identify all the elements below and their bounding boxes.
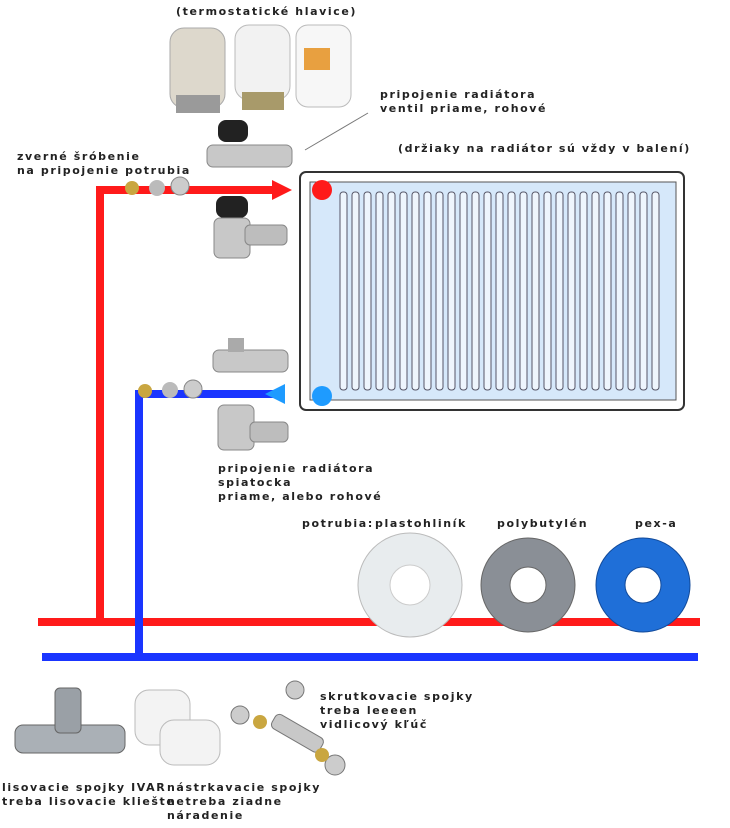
pipe-roll-polybutylene-image: [480, 537, 576, 633]
radiator-fin: [447, 191, 456, 391]
return-arrow-icon: [265, 384, 285, 404]
radiator-fin: [483, 191, 492, 391]
push-fittings-label: nástrkavacie spojky netreba ziadne nárad…: [167, 781, 321, 823]
label-line: treba lisovacie kliešte: [2, 795, 176, 808]
pipe-type-polybutylene: polybutylén: [497, 517, 589, 530]
thermostatic-heads-label: (termostatické hlavice): [176, 5, 358, 18]
radiator-fin: [399, 191, 408, 391]
press-fitting-image: [14, 687, 126, 754]
radiator-fin: [507, 191, 516, 391]
label-line: netreba ziadne: [167, 795, 283, 808]
angle-valve-image: [213, 196, 288, 259]
return-valves-image: [212, 338, 289, 451]
pipes-prefix-label: potrubia:: [302, 517, 374, 530]
radiator-fin: [423, 191, 432, 391]
leader-line: [304, 112, 369, 151]
push-fitting-image: [134, 689, 221, 766]
radiator-fin: [555, 191, 564, 391]
radiator-fin: [519, 191, 528, 391]
label-line: treba leeeen: [320, 704, 418, 717]
compression-fitting-label: zverné šróbenie na pripojenie potrubia: [17, 150, 191, 178]
screw-fitting-image: [230, 680, 346, 776]
radiator-fin: [651, 191, 660, 391]
radiator-fin: [339, 191, 348, 391]
radiator-fin: [567, 191, 576, 391]
screw-fittings-label: skrutkovacie spojky treba leeeen vidlico…: [320, 690, 474, 732]
thermostatic-heads-image: [169, 24, 352, 113]
radiator-fin: [435, 191, 444, 391]
radiator-fin: [411, 191, 420, 391]
straight-valve-image: [206, 120, 293, 168]
radiator-fin: [603, 191, 612, 391]
radiator-fin: [459, 191, 468, 391]
label-line: ventil priame, rohové: [380, 102, 548, 115]
radiator-fin: [579, 191, 588, 391]
radiator-fin: [639, 191, 648, 391]
radiator-fin: [591, 191, 600, 391]
radiator-fin: [627, 191, 636, 391]
label-line: pripojenie radiátora: [218, 462, 375, 475]
radiator-fin: [375, 191, 384, 391]
radiator-fin: [351, 191, 360, 391]
pipe-roll-alupex-image: [357, 532, 463, 638]
radiator-fin: [363, 191, 372, 391]
return-connection-label: pripojenie radiátora spiatocka priame, a…: [218, 462, 382, 504]
label-line: skrutkovacie spojky: [320, 690, 474, 703]
radiator-image: [299, 171, 685, 411]
label-line: priame, alebo rohové: [218, 490, 383, 503]
label-line: spiatocka: [218, 476, 293, 489]
pipe-type-pex-a: pex-a: [635, 517, 678, 530]
label-line: vidlicový kľúč: [320, 718, 428, 731]
brackets-note: (držiaky na radiátor sú vždy v balení): [398, 142, 691, 155]
supply-arrow-icon: [272, 180, 292, 200]
radiator-fin: [387, 191, 396, 391]
supply-connection-label: pripojenie radiátora ventil priame, roho…: [380, 88, 547, 116]
label-line: náradenie: [167, 809, 244, 822]
radiator-fin: [543, 191, 552, 391]
radiator-fin: [615, 191, 624, 391]
radiator-fin: [531, 191, 540, 391]
label-line: pripojenie radiátora: [380, 88, 537, 101]
radiator-fin: [495, 191, 504, 391]
radiator-fin: [471, 191, 480, 391]
return-pipe: [42, 384, 698, 661]
compression-fitting-image: [125, 176, 203, 399]
label-line: zverné šróbenie: [17, 150, 141, 163]
label-line: na pripojenie potrubia: [17, 164, 191, 177]
pipe-type-alupex: plastohliník: [375, 517, 467, 530]
press-fittings-label: lisovacie spojky IVAR treba lisovacie kl…: [2, 781, 175, 809]
label-line: lisovacie spojky IVAR: [2, 781, 167, 794]
pipe-roll-pex-a-image: [595, 537, 691, 633]
label-line: nástrkavacie spojky: [167, 781, 322, 794]
